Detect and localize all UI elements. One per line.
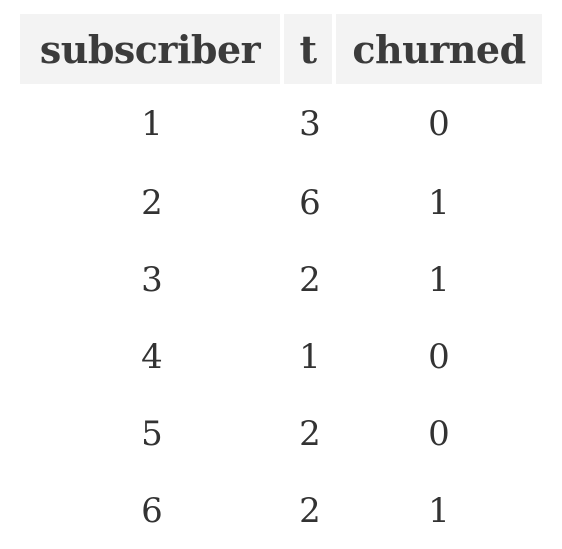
table-row: 1 3 0 xyxy=(20,84,542,164)
table-row: 3 2 1 xyxy=(20,241,542,318)
cell-churned: 1 xyxy=(428,259,450,300)
cell-churned: 1 xyxy=(428,490,450,531)
cell-t: 1 xyxy=(299,336,321,377)
column-header-subscriber: subscriber xyxy=(20,14,284,84)
cell-t: 2 xyxy=(299,490,321,531)
cell-t: 2 xyxy=(299,259,321,300)
cell-subscriber: 4 xyxy=(141,336,163,377)
cell-t: 3 xyxy=(299,104,321,144)
cell-churned: 0 xyxy=(428,336,450,377)
cell-t: 2 xyxy=(299,413,321,454)
table-row: 2 6 1 xyxy=(20,164,542,241)
table-row: 5 2 0 xyxy=(20,395,542,472)
header-row: subscriber t churned xyxy=(20,14,542,84)
data-table: subscriber t churned 1 3 0 2 6 1 3 2 1 4… xyxy=(20,14,542,549)
cell-churned: 1 xyxy=(428,182,450,223)
cell-subscriber: 3 xyxy=(141,259,163,300)
cell-subscriber: 1 xyxy=(141,104,163,144)
cell-subscriber: 5 xyxy=(141,413,163,454)
table-row: 6 2 1 xyxy=(20,472,542,549)
cell-churned: 0 xyxy=(428,104,450,144)
cell-t: 6 xyxy=(299,182,321,223)
column-header-t: t xyxy=(284,14,336,84)
cell-subscriber: 2 xyxy=(141,182,163,223)
column-header-churned: churned xyxy=(336,14,542,84)
table-row: 4 1 0 xyxy=(20,318,542,395)
cell-churned: 0 xyxy=(428,413,450,454)
cell-subscriber: 6 xyxy=(141,490,163,531)
